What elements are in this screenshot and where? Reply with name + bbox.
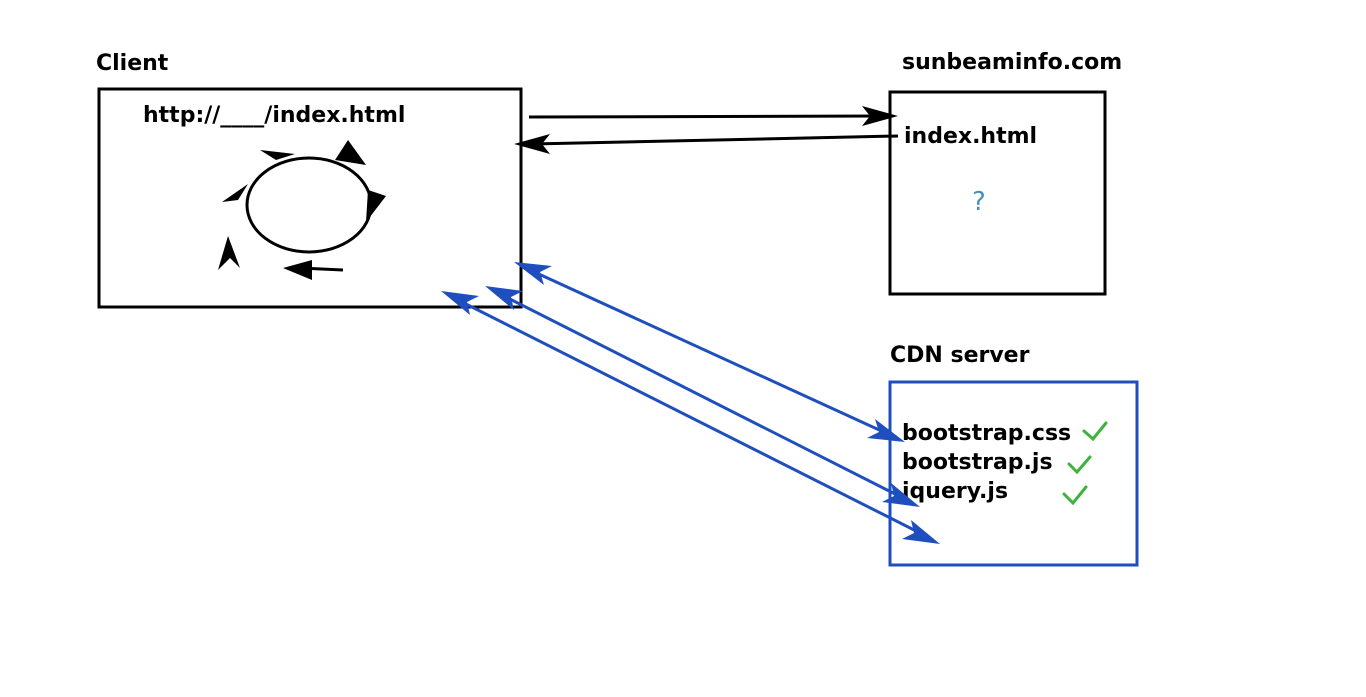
client-title: Client bbox=[96, 51, 169, 76]
cdn-file-bootstrap-js: bootstrap.js bbox=[902, 450, 1053, 475]
request-arrow bbox=[528, 106, 898, 126]
loading-spinner-icon bbox=[218, 140, 386, 280]
response-arrow bbox=[514, 134, 899, 154]
cdn-file-bootstrap-css: bootstrap.css bbox=[902, 421, 1071, 446]
question-mark: ? bbox=[972, 187, 986, 217]
checkmark-icon bbox=[1082, 421, 1108, 442]
checkmark-icon bbox=[1067, 455, 1092, 475]
checkmark-icon bbox=[1062, 485, 1088, 506]
cdn-arrow-bootstrap-css bbox=[514, 262, 905, 442]
origin-server-box bbox=[888, 90, 1107, 296]
client-url: http://____/index.html bbox=[143, 103, 405, 128]
cdn-file-jquery-js: jquery.js bbox=[901, 479, 1008, 504]
cdn-arrow-bootstrap-js bbox=[485, 286, 920, 507]
client-box bbox=[97, 87, 523, 309]
cdn-arrow-jquery-js bbox=[441, 291, 940, 544]
cdn-server-box bbox=[888, 380, 1139, 567]
origin-server-title: sunbeaminfo.com bbox=[902, 50, 1122, 75]
origin-server-file: index.html bbox=[904, 124, 1037, 149]
cdn-server-title: CDN server bbox=[890, 343, 1030, 368]
